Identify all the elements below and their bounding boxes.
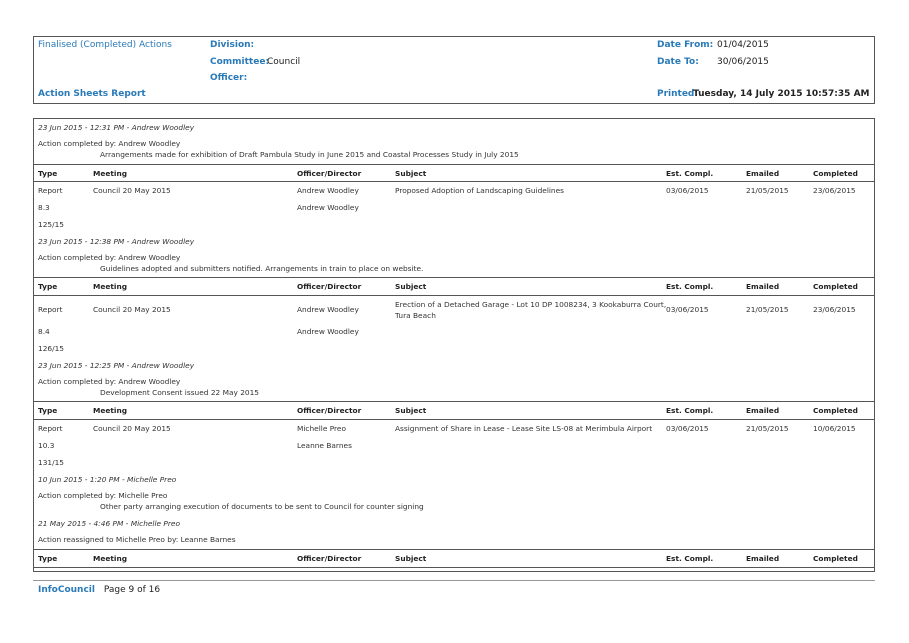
completed-by: Action completed by: Andrew Woodley [38,377,181,386]
item-completed: 23/06/2015 [813,186,856,195]
col-completed: Completed [813,169,858,178]
completed-by: Action completed by: Andrew Woodley [38,139,181,148]
officer-label: Officer: [210,73,248,83]
completion-detail: Development Consent issued 22 May 2015 [100,388,260,397]
page-footer: InfoCouncil Page 9 of 16 [38,585,160,595]
col-emailed: Emailed [746,169,780,178]
item-officer: Andrew Woodley [297,186,359,195]
col-est-compl: Est. Compl. [666,554,714,563]
col-type: Type [38,554,58,563]
item-est-compl: 03/06/2015 [666,424,709,433]
note-timestamp: 23 Jun 2015 - 12:38 PM - Andrew Woodley [38,237,195,246]
divider [34,401,874,402]
col-emailed: Emailed [746,282,780,291]
reassign-note: Action reassigned to Michelle Preo by: L… [38,535,236,544]
note-timestamp: 23 Jun 2015 - 12:31 PM - Andrew Woodley [38,123,195,132]
committee-value: Council [267,57,301,67]
completion-detail: Arrangements made for exhibition of Draf… [100,150,519,159]
item-director: Andrew Woodley [297,327,359,336]
date-from-label: Date From: [657,40,714,50]
divider [34,567,874,568]
col-type: Type [38,282,58,291]
item-type: Report [38,186,63,195]
division-label: Division: [210,40,255,50]
col-est-compl: Est. Compl. [666,169,714,178]
item-director: Andrew Woodley [297,203,359,212]
item-ref: 126/15 [38,344,65,353]
col-meeting: Meeting [93,169,127,178]
col-subject: Subject [395,169,427,178]
completed-by: Action completed by: Michelle Preo [38,491,168,500]
col-emailed: Emailed [746,554,780,563]
col-est-compl: Est. Compl. [666,282,714,291]
col-officer: Officer/Director [297,282,362,291]
footer-divider [33,580,875,581]
divider [34,419,874,420]
divider [34,181,874,182]
completion-detail: Guidelines adopted and submitters notifi… [100,264,424,273]
date-from-value: 01/04/2015 [717,40,769,50]
col-meeting: Meeting [93,282,127,291]
printed-value: Tuesday, 14 July 2015 10:57:35 AM [693,89,870,99]
col-type: Type [38,406,58,415]
item-number: 8.3 [38,203,50,212]
page-number: Page 9 of 16 [103,585,161,595]
report-type: Finalised (Completed) Actions [38,40,172,50]
note-timestamp: 10 Jun 2015 - 1:20 PM - Michelle Preo [38,475,177,484]
action-sheet-table: 23 Jun 2015 - 12:31 PM - Andrew Woodley … [33,118,875,572]
item-meeting: Council 20 May 2015 [93,186,171,195]
item-emailed: 21/05/2015 [746,305,789,314]
col-officer: Officer/Director [297,169,362,178]
item-est-compl: 03/06/2015 [666,305,709,314]
date-to-value: 30/06/2015 [717,57,769,67]
printed-label: Printed: [657,89,698,99]
col-completed: Completed [813,282,858,291]
col-completed: Completed [813,406,858,415]
item-subject: Assignment of Share in Lease - Lease Sit… [395,424,653,433]
item-number: 10.3 [38,441,55,450]
item-completed: 10/06/2015 [813,424,856,433]
col-emailed: Emailed [746,406,780,415]
col-subject: Subject [395,406,427,415]
date-to-label: Date To: [657,57,699,67]
divider [34,277,874,278]
item-emailed: 21/05/2015 [746,186,789,195]
item-ref: 131/15 [38,458,65,467]
item-ref: 125/15 [38,220,65,229]
item-subject: Erection of a Detached Garage - Lot 10 D… [395,300,667,309]
item-type: Report [38,424,63,433]
divider [34,164,874,165]
item-meeting: Council 20 May 2015 [93,424,171,433]
item-subject: Proposed Adoption of Landscaping Guideli… [395,186,565,195]
item-subject-cont: Tura Beach [395,311,436,320]
col-subject: Subject [395,282,427,291]
item-number: 8.4 [38,327,50,336]
col-type: Type [38,169,58,178]
col-officer: Officer/Director [297,406,362,415]
item-type: Report [38,305,63,314]
item-director: Leanne Barnes [297,441,352,450]
item-completed: 23/06/2015 [813,305,856,314]
note-timestamp: 21 May 2015 - 4:46 PM - Michelle Preo [38,519,180,528]
completion-detail: Other party arranging execution of docum… [100,502,424,511]
divider [34,295,874,296]
col-completed: Completed [813,554,858,563]
item-officer: Michelle Preo [297,424,346,433]
completed-by: Action completed by: Andrew Woodley [38,253,181,262]
col-meeting: Meeting [93,554,127,563]
note-timestamp: 23 Jun 2015 - 12:25 PM - Andrew Woodley [38,361,195,370]
item-est-compl: 03/06/2015 [666,186,709,195]
col-subject: Subject [395,554,427,563]
col-officer: Officer/Director [297,554,362,563]
footer-brand: InfoCouncil [38,585,95,595]
report-header: Finalised (Completed) Actions Action She… [33,36,875,104]
col-est-compl: Est. Compl. [666,406,714,415]
item-officer: Andrew Woodley [297,305,359,314]
divider [34,549,874,550]
item-emailed: 21/05/2015 [746,424,789,433]
report-name: Action Sheets Report [38,89,146,99]
col-meeting: Meeting [93,406,127,415]
item-meeting: Council 20 May 2015 [93,305,171,314]
committee-label: Committee: [210,57,270,67]
